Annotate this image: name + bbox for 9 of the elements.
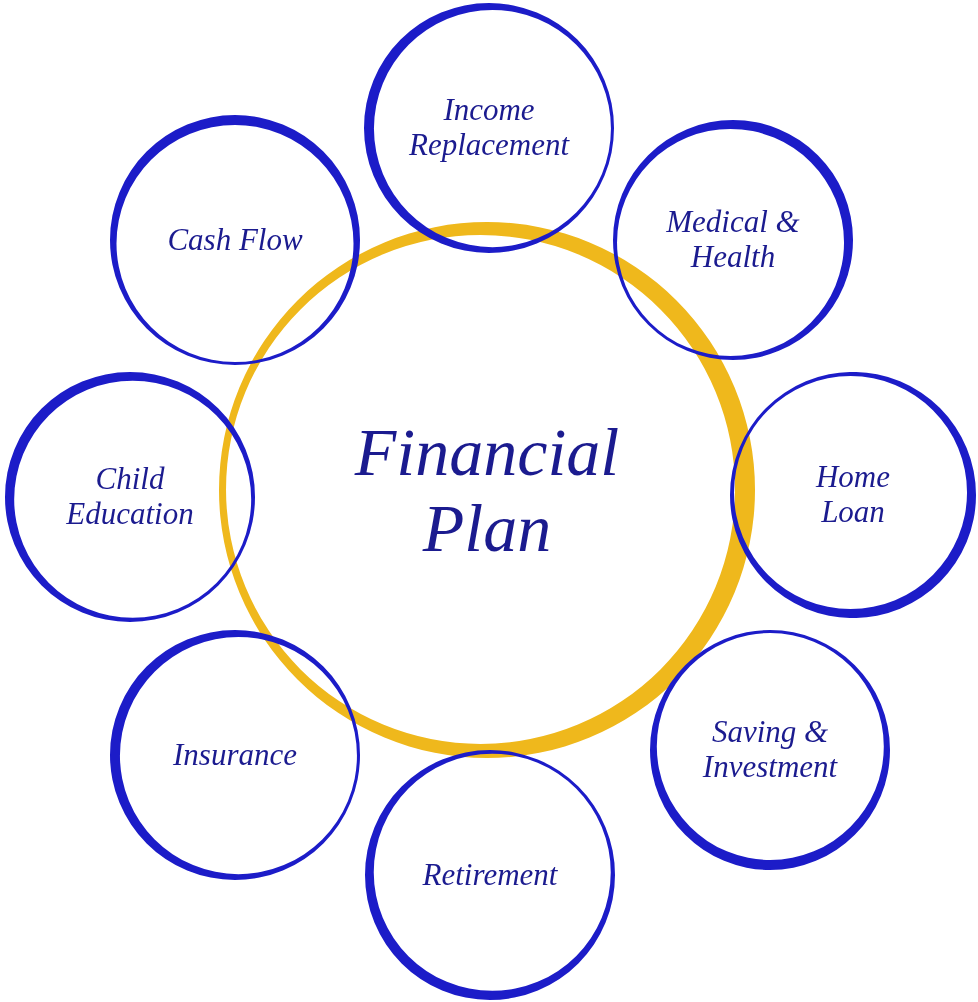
topic-label: Income Replacement (407, 93, 571, 163)
topic-label: Insurance (172, 737, 298, 773)
topic-label: Cash Flow (166, 222, 304, 258)
topic-label: Child Education (65, 462, 195, 532)
topic-label: Retirement (421, 857, 559, 893)
topic-label: Medical & Health (665, 205, 801, 275)
hub-label: Financial Plan (353, 413, 621, 567)
topic-label: Saving & Investment (701, 715, 839, 785)
topic-label: Home Loan (814, 460, 891, 530)
